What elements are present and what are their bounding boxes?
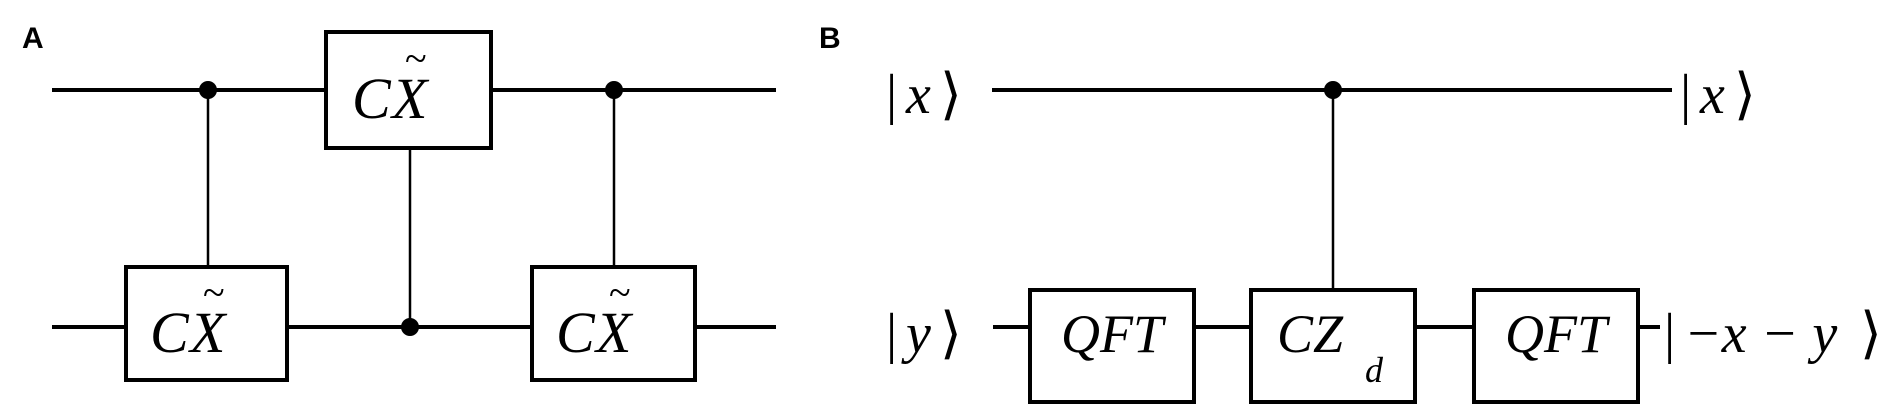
ket-bar: | (1680, 64, 1691, 126)
gate-label-x: X (390, 66, 430, 131)
panel-a-control-dot-2 (401, 318, 419, 336)
tilde-accent: ~ (609, 270, 631, 315)
output-ket-neg-x-minus-y: | −x − y ⟩ (1664, 303, 1882, 365)
panel-a-control-dot-3 (605, 81, 623, 99)
panel-a: A C X ~ C X ~ C (22, 22, 776, 382)
gate-label-c: C (352, 66, 392, 131)
panel-b-control-dot (1324, 81, 1342, 99)
ket-bar: | (1664, 303, 1675, 365)
panel-a-gate-top-middle: C X ~ (324, 30, 493, 150)
panel-a-gate-bottom-right: C X ~ (530, 265, 697, 382)
gate-label-c: C (556, 300, 596, 365)
ket-close: ⟩ (940, 303, 962, 365)
ket-close: ⟩ (1734, 64, 1756, 126)
qft-gate-1: QFT (1028, 288, 1196, 404)
gate-label: CZ (1277, 304, 1344, 364)
panel-b-label: B (819, 22, 841, 55)
gate-label-x: X (594, 300, 634, 365)
gate-label: QFT (1505, 304, 1611, 364)
ket-variable: x (1699, 64, 1725, 126)
ket-bar: | (886, 64, 897, 126)
panel-a-control-dot-1 (199, 81, 217, 99)
qft-gate-2: QFT (1472, 288, 1640, 404)
gate-label: QFT (1061, 304, 1167, 364)
panel-a-gate-bottom-left: C X ~ (124, 265, 289, 382)
ket-variable: x (905, 64, 931, 126)
ket-close: ⟩ (940, 64, 962, 126)
gate-label-x: X (188, 300, 228, 365)
panel-a-label: A (22, 22, 44, 55)
ket-variable: y (901, 303, 931, 365)
panel-b: B | x ⟩ | y ⟩ QFT CZ (819, 22, 1882, 404)
output-ket-x: | x ⟩ (1680, 64, 1756, 126)
ket-bar: | (886, 303, 897, 365)
input-ket-x: | x ⟩ (886, 64, 962, 126)
ket-expression: −x − y (1684, 303, 1837, 365)
tilde-accent: ~ (203, 270, 225, 315)
input-ket-y: | y ⟩ (886, 303, 962, 365)
gate-subscript: d (1365, 350, 1384, 390)
gate-label-c: C (150, 300, 190, 365)
cz-gate: CZ d (1249, 288, 1417, 404)
ket-close: ⟩ (1860, 303, 1882, 365)
tilde-accent: ~ (405, 36, 427, 81)
